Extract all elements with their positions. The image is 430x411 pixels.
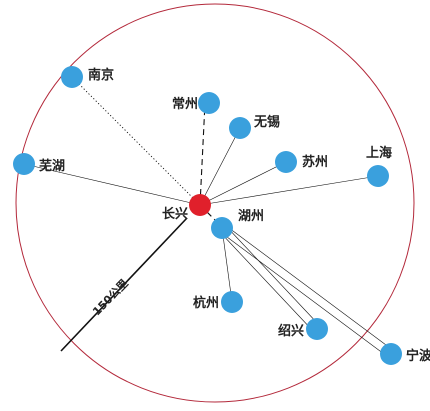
line-to-changzhou <box>199 102 206 206</box>
city-nodes <box>13 66 402 365</box>
city-dot-huzhou[interactable] <box>211 217 233 239</box>
city-dot-shanghai[interactable] <box>367 165 389 187</box>
hub-label: 长兴 <box>162 206 188 222</box>
city-label-ningbo: 宁波 <box>406 348 430 364</box>
hub-dot[interactable] <box>189 194 211 216</box>
city-label-shaoxing: 绍兴 <box>278 323 304 339</box>
city-dot-nanjing[interactable] <box>61 66 83 88</box>
city-label-suzhou: 苏州 <box>302 154 328 170</box>
line-to-shanghai <box>199 175 379 206</box>
city-label-shanghai: 上海 <box>366 145 392 161</box>
city-label-changzhou: 常州 <box>172 96 198 112</box>
line-to-wuxi <box>199 127 241 206</box>
city-label-wuxi: 无锡 <box>253 114 280 130</box>
city-label-hangzhou: 杭州 <box>193 295 219 311</box>
distance-ring <box>15 3 415 403</box>
city-label-nanjing: 南京 <box>88 67 114 83</box>
line-to-hangzhou <box>221 227 233 303</box>
city-dot-ningbo[interactable] <box>380 343 402 365</box>
city-label-wuhu: 芜湖 <box>39 158 65 174</box>
line-to-suzhou <box>199 161 287 206</box>
city-dot-shaoxing[interactable] <box>306 318 328 340</box>
scale-label: 150公里 <box>90 277 131 318</box>
city-dot-changzhou[interactable] <box>198 92 220 114</box>
line-to-shaoxing <box>218 230 315 333</box>
connection-lines <box>23 76 395 358</box>
city-dot-suzhou[interactable] <box>275 151 297 173</box>
city-labels: 南京 常州 无锡 苏州 上海 芜湖 湖州 杭州 绍兴 宁波 长兴 <box>39 67 430 364</box>
line-to-ningbo <box>224 224 395 352</box>
city-label-huzhou: 湖州 <box>238 209 264 224</box>
city-dot-wuhu[interactable] <box>13 153 35 175</box>
city-dot-wuxi[interactable] <box>229 117 251 139</box>
line-to-shaoxing <box>224 224 321 327</box>
line-to-ningbo <box>218 230 389 358</box>
scale-radius-line <box>60 217 188 352</box>
city-dot-hangzhou[interactable] <box>221 291 243 313</box>
line-to-wuhu <box>23 163 201 206</box>
